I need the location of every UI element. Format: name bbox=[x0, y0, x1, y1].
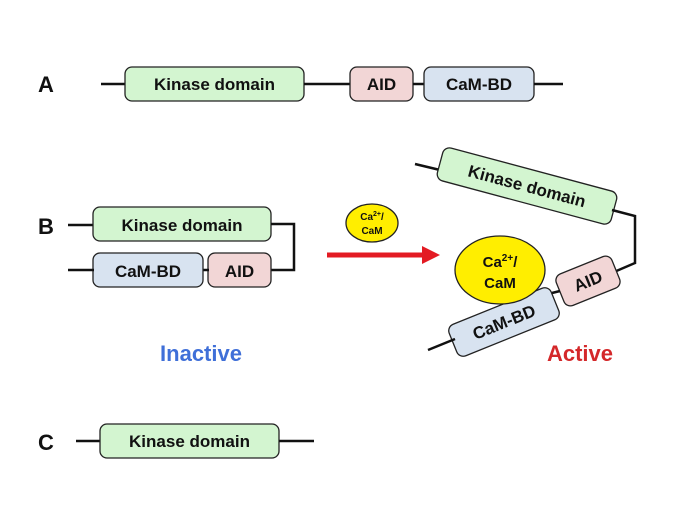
linker bbox=[551, 289, 561, 295]
aid-label: AID bbox=[367, 75, 396, 94]
cambd-box bbox=[448, 287, 560, 357]
kinase-domain-label: Kinase domain bbox=[122, 216, 243, 235]
ca-cam-ellipse bbox=[454, 235, 546, 305]
cambd-label: CaM-BD bbox=[446, 75, 512, 94]
kinase-domain-label: Kinase domain bbox=[154, 75, 275, 94]
aid-label: AID bbox=[225, 262, 254, 281]
linker-c-terminal bbox=[427, 337, 456, 352]
active-label: Active bbox=[547, 341, 613, 366]
panel-letter-b: B bbox=[38, 214, 54, 239]
panel-c: C Kinase domain bbox=[38, 423, 314, 459]
linker-loop bbox=[271, 222, 296, 272]
panel-a: A Kinase domain AID CaM-BD bbox=[38, 66, 563, 102]
ca-cam-label-line2: CaM bbox=[361, 226, 382, 237]
linker-loop bbox=[611, 208, 637, 274]
linker-n-terminal bbox=[414, 162, 441, 172]
panel-b-inactive: B Kinase domain AID CaM-BD Inactive bbox=[38, 206, 296, 366]
panel-letter-c: C bbox=[38, 430, 54, 455]
cambd-label: CaM-BD bbox=[115, 262, 181, 281]
ca-cam-label-line1: Ca2+/ bbox=[360, 211, 384, 223]
transition: Ca2+/ CaM bbox=[327, 203, 440, 264]
kinase-domain-label: Kinase domain bbox=[129, 432, 250, 451]
inactive-label: Inactive bbox=[160, 341, 242, 366]
panel-letter-a: A bbox=[38, 72, 54, 97]
ca-cam-ellipse bbox=[345, 203, 399, 243]
ca-cam-label-line1: Ca2+/ bbox=[483, 253, 519, 271]
ca-cam-label-line2: CaM bbox=[484, 275, 516, 292]
activation-arrow-head bbox=[422, 246, 440, 264]
active-state: Kinase domain AID CaM-BD Ca2+/ CaM Activ… bbox=[414, 147, 637, 366]
